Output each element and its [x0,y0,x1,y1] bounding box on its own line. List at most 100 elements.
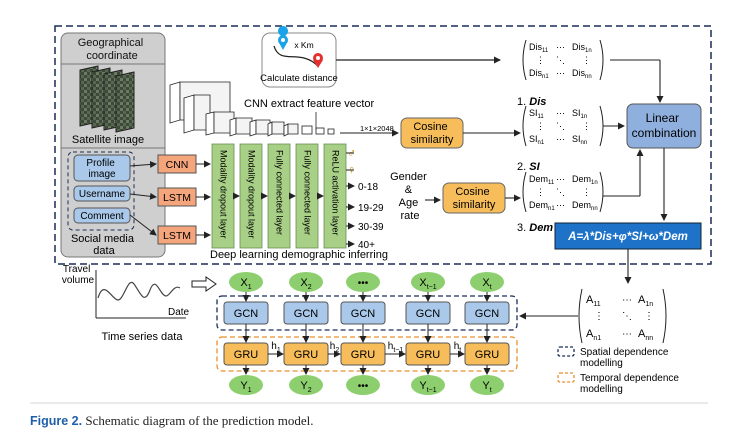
comment-label: Comment [80,211,124,222]
figure-label: Figure 2. [30,414,83,428]
time-series-curve [97,281,181,301]
svg-text:⋮: ⋮ [536,55,545,65]
hidden-state-label: h1 [271,341,281,354]
outer-dashed-frame [54,25,712,265]
legend-temporal-swatch [557,372,575,383]
spatial-dependence-box [216,295,518,331]
username-box [73,185,131,202]
si-label: 2. SI [517,161,541,173]
figure-caption: Figure 2. Schematic diagram of the predi… [30,413,314,429]
gcn-label: GCN [234,308,259,320]
travel-volume-label: Travel volume [62,264,95,286]
y-node-label: Yt [482,380,491,394]
svg-text:⋮: ⋮ [644,311,654,322]
dem-label: 3. Dem [517,222,553,234]
dem-matrix: Dem11⋯Dem1n⋮⋱⋮Demn1⋯Demnn [522,171,604,213]
svg-text:Demnn: Demnn [572,200,598,212]
age-range: 30-39 [358,222,384,233]
gru-label: GRU [416,349,441,361]
y-node [229,375,263,395]
svg-text:⋯: ⋯ [556,42,565,52]
profile-image-box [73,154,131,182]
a-matrix: A11 ⋯ A1n ⋮ ⋱ ⋮ An1 ⋯ Ann [578,288,667,344]
username-label: Username [79,189,126,200]
svg-text:An1: An1 [586,328,601,342]
svg-text:⋯: ⋯ [556,68,565,78]
layer-bar [323,143,347,249]
x-node-label: Xt [482,277,491,291]
svg-text:SIn1: SIn1 [529,134,545,146]
y-node [289,375,323,395]
date-label: Date [168,307,190,318]
cosine-similarity-label-bottom: Cosine similarity [453,186,496,211]
social-media-label: Social media data [71,233,137,257]
svg-text:⋯: ⋯ [556,134,565,144]
vector-dim-label: 1×1×2048 [360,124,394,133]
social-inputs-box [67,151,135,231]
gcn-gru-sequence: X1GCNGRUY1h1X2GCNGRUY2h2•••GCNGRU•••ht−1… [223,272,510,395]
cnn-feature-pyramid [169,81,335,137]
time-series-label: Time series data [102,331,184,343]
svg-text:⋯: ⋯ [622,329,632,340]
svg-text:⋱: ⋱ [622,311,632,322]
y-node [470,375,504,395]
x-node [346,272,380,292]
y-node-label: ••• [358,381,369,392]
age-range: 40+ [358,240,375,251]
svg-text:Ann: Ann [638,328,653,342]
x-node-label: X1 [240,277,251,291]
svg-text:⋱: ⋱ [556,187,565,197]
legend-spatial-swatch [557,346,575,357]
x-node-label: X2 [300,277,311,291]
gru-label: GRU [294,349,319,361]
deep-layers: Modality dropout layer Modality dropout l… [211,143,347,249]
y-node [411,375,445,395]
layer-label: Fully connected layer [275,150,285,235]
svg-text:⋮: ⋮ [582,55,591,65]
svg-text:⋱: ⋱ [556,55,565,65]
gru-label: GRU [234,349,259,361]
svg-text:Dem1n: Dem1n [572,174,598,186]
svg-text:⋯: ⋯ [622,295,632,306]
svg-text:Dis1n: Dis1n [572,42,592,54]
dis-label: 1. Dis [517,96,546,108]
y-node-label: Y1 [240,380,251,394]
y-node [346,375,380,395]
svg-text:A1n: A1n [638,294,653,308]
calculate-distance-label: Calculate distance [260,73,338,84]
gcn-label: GCN [294,308,319,320]
svg-text:⋯: ⋯ [556,174,565,184]
similarity-matrices: Dis11⋯Dis1n⋮⋱⋮Disn1⋯DisnnSI11⋯SI1n⋮⋱⋮SIn… [522,39,604,213]
gcn-label: GCN [416,308,441,320]
x-node [411,272,445,292]
svg-text:CNN: CNN [166,159,189,171]
svg-text:Dem11: Dem11 [529,174,555,186]
svg-text:LSTM: LSTM [163,230,191,242]
deep-learning-label: Deep learning demographic inferring [210,249,388,261]
satellite-image-label: Satellite image [72,134,144,146]
svg-text:⋮: ⋮ [536,187,545,197]
x-node [229,272,263,292]
svg-text:⋮: ⋮ [536,121,545,131]
figure-caption-text: Schematic diagram of the prediction mode… [82,413,314,428]
y-node-label: Y2 [300,380,311,394]
svg-text:⋮: ⋮ [594,311,604,322]
svg-text:Disn1: Disn1 [529,68,549,80]
layer-label: ReLU activation layer [331,150,341,236]
gcn-label: GCN [351,308,376,320]
layer-label: Modality dropout layer [219,150,229,239]
gru-label: GRU [351,349,376,361]
svg-text:LSTM: LSTM [163,192,191,204]
cosine-similarity-label-top: Cosine similarity [411,121,454,146]
si-matrix: SI11⋯SI1n⋮⋱⋮SIn1⋯SInn [522,105,604,147]
layer-label: Modality dropout layer [247,150,257,239]
svg-text:⋯: ⋯ [556,108,565,118]
age-range: 0-18 [358,182,378,193]
x-node-label: ••• [358,278,369,289]
svg-text:SInn: SInn [572,134,587,146]
dis-matrix: Dis11⋯Dis1n⋮⋱⋮Disn1⋯Disnn [522,39,604,81]
legend-spatial-label: Spatial dependence modelling [580,347,671,369]
x-node [289,272,323,292]
svg-text:Dis11: Dis11 [529,42,549,54]
